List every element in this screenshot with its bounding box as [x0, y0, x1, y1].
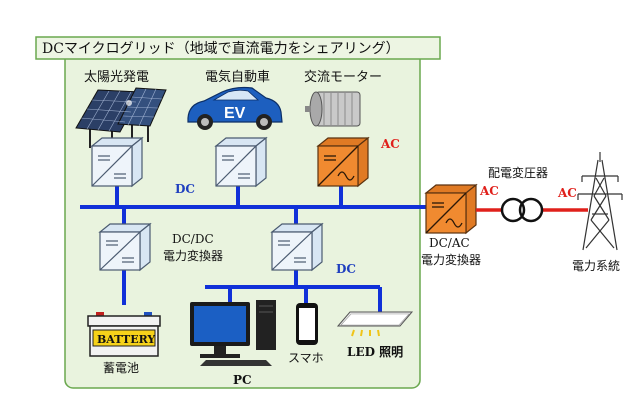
ev-car-icon: EV [187, 86, 283, 130]
ac-motor-label: AC [380, 137, 400, 151]
led-light-icon [336, 311, 414, 337]
smartphone-icon [296, 303, 318, 345]
dc-subbus-label: DC [336, 262, 356, 276]
pc-icon [190, 300, 276, 366]
converter-solar [90, 136, 144, 188]
motor-icon [305, 91, 361, 127]
smartphone-label: スマホ [288, 351, 324, 365]
ev-badge-text: EV [224, 105, 246, 122]
title-box [35, 36, 441, 60]
converter-motor [316, 136, 370, 188]
converter-battery [98, 222, 152, 272]
dcdc-label-2: 電力変換器 [163, 248, 223, 263]
diagram-title: DCマイクログリッド（地域で直流電力をシェアリング） [42, 40, 400, 57]
dcac-label-1: DC/AC [429, 236, 470, 250]
dcdc-label-1: DC/DC [172, 232, 214, 246]
solar-label: 太陽光発電 [84, 70, 149, 85]
battery-icon: BATTERY [87, 312, 161, 357]
grid-label: 電力系統 [572, 259, 620, 273]
transmission-tower-icon [577, 152, 623, 251]
dc-bus [80, 186, 428, 312]
converter-ev [214, 136, 268, 188]
battery-text: BATTERY [97, 333, 155, 346]
dcac-label-2: 電力変換器 [421, 252, 481, 267]
converter-loads [270, 222, 324, 272]
dc-bus-label: DC [175, 182, 195, 196]
transformer-icon [500, 197, 544, 223]
transformer-label: 配電変圧器 [488, 165, 548, 180]
ac-out-label-2: AC [557, 186, 577, 200]
ac-out-label-1: AC [479, 184, 499, 198]
battery-label: 蓄電池 [103, 361, 139, 375]
motor-label: 交流モーター [304, 69, 382, 85]
pc-label: PC [233, 373, 252, 387]
ev-label: 電気自動車 [205, 69, 270, 85]
solar-panel-icon [75, 87, 167, 148]
title-text: DCマイクログリッド（地域で直流電力をシェアリング） [42, 40, 400, 57]
converter-dcac [424, 183, 478, 235]
led-label: LED 照明 [347, 344, 403, 359]
